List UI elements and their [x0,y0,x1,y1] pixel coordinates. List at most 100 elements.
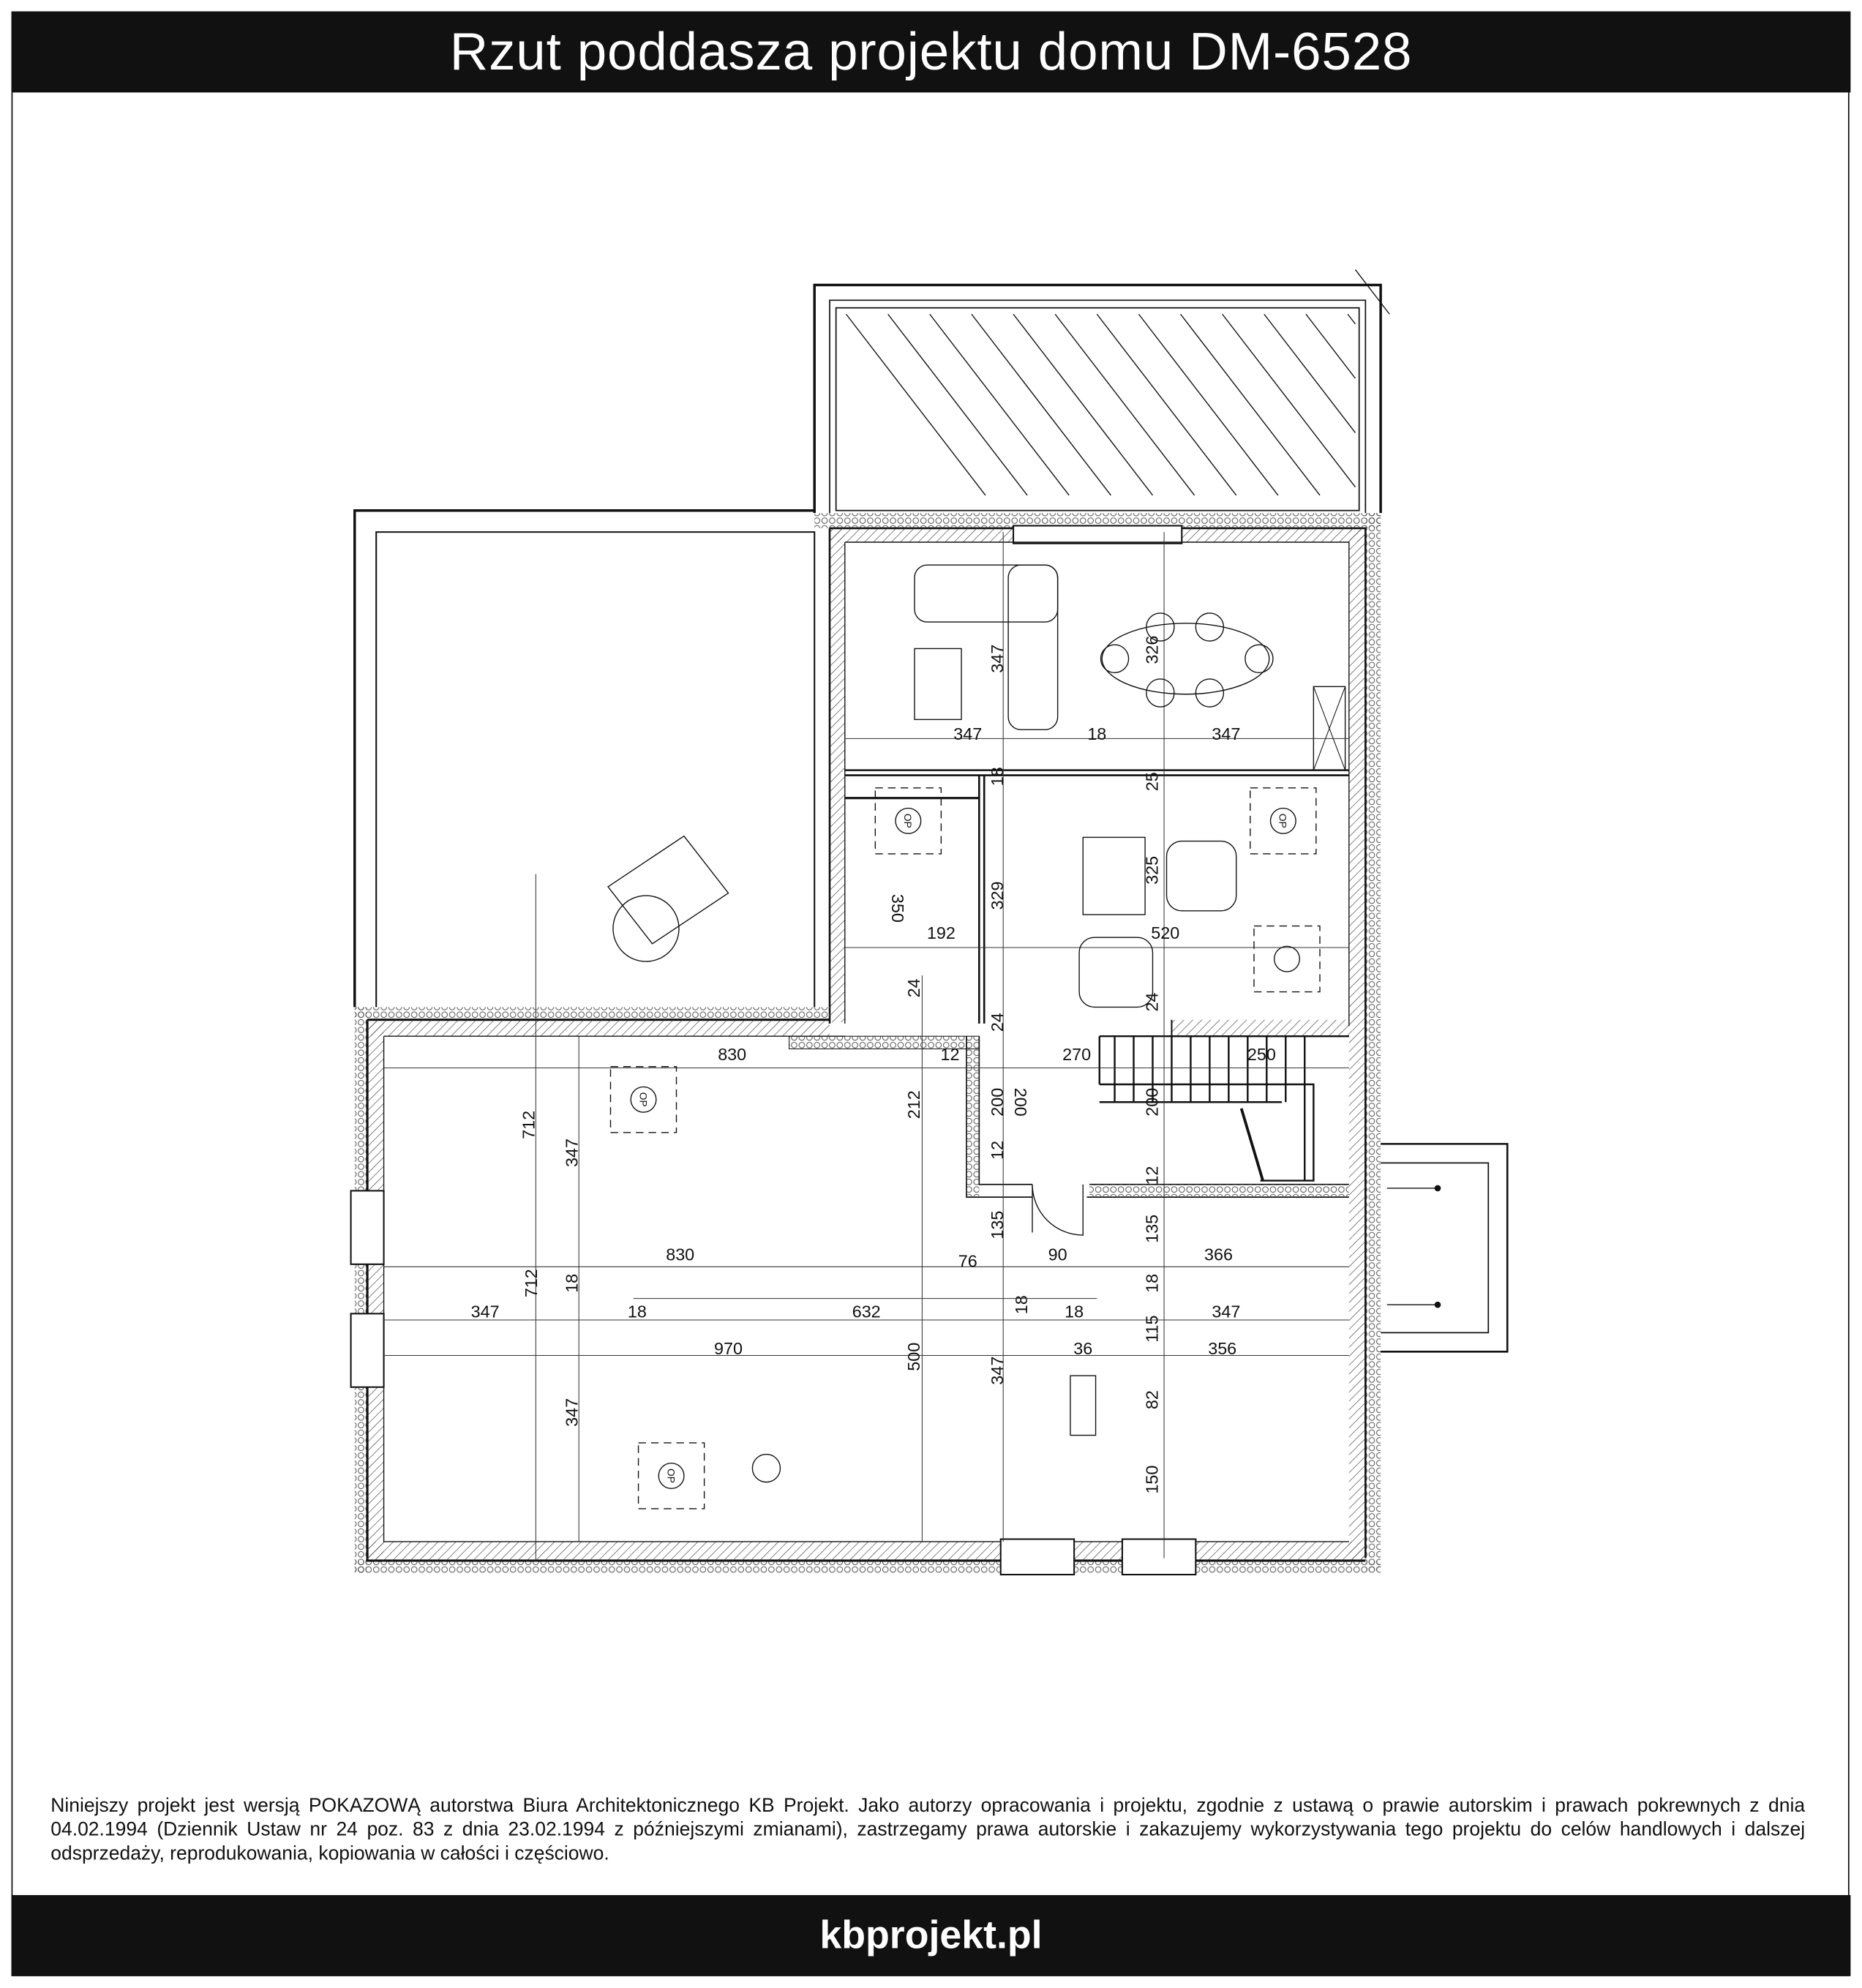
dimension-label: 500 [904,1343,923,1371]
dimension-label: 135 [1142,1215,1161,1243]
dimension-label: 12 [940,1045,959,1064]
dimension-label: 36 [1073,1339,1092,1358]
dimension-label: 347 [562,1398,581,1427]
left-terrace [353,509,816,1008]
terrace-hatch-line [887,313,1028,496]
dimension-label: 115 [1142,1316,1161,1343]
dimension-label: 350 [888,894,907,923]
dimension-label: 347 [988,645,1007,673]
top-terrace [813,269,1390,514]
dimension-label: 347 [562,1139,581,1167]
dimension-label: 347 [1212,724,1240,743]
dimension-label: 18 [1142,1274,1161,1293]
dimension-label: 632 [852,1302,881,1321]
header-bar: Rzut poddasza projektu domu DM-6528 [11,11,1851,93]
dimension-label: 192 [927,923,956,942]
dimension-label: 326 [1142,636,1161,664]
dimension-label: 18 [562,1274,581,1293]
terrace-hatch-line [1180,313,1321,496]
upper-walls [814,513,1381,1571]
sofa [914,564,1059,623]
dimension-label: 18 [988,767,1007,786]
roof-window: OP [874,787,942,855]
terrace-hatch-line [929,313,1070,496]
dimension-lines [383,532,1349,1561]
dimension-label: 135 [988,1211,1007,1239]
dimension-label: 12 [1142,1166,1161,1185]
dimension-label: 970 [714,1339,743,1358]
terrace-hatch-line [1264,313,1356,433]
dimension-label: 356 [1208,1339,1236,1358]
roof-window-label: OP [665,1469,677,1483]
dimension-label: 90 [1048,1245,1067,1264]
dimension-label: 347 [988,1357,1007,1385]
armchair [1165,840,1237,912]
dimension-label: 12 [988,1141,1007,1160]
window [999,1538,1075,1576]
dimension-label: 200 [1011,1088,1030,1117]
footer-brand[interactable]: kbprojekt.pl [819,1913,1043,1957]
terrace-hatch-line [1305,313,1356,379]
dimension-label: 830 [666,1245,694,1264]
sofa [1007,564,1059,730]
dimension-label: 18 [1012,1295,1031,1314]
terrace-hatch-line [1354,269,1390,315]
dimension-label: 270 [1062,1045,1091,1064]
window [1121,1538,1197,1576]
dimension-label: 24 [904,978,923,997]
dimension-label: 200 [988,1088,1007,1117]
terrace-hatch-line [971,313,1111,496]
umbrella [612,895,680,962]
window [350,1190,385,1265]
dimension-label: 712 [519,1111,538,1139]
dimension-label: 76 [958,1251,977,1270]
terrace-hatch-line [1138,313,1279,496]
terrace-hatch-line [1347,313,1356,325]
page-title: Rzut poddasza projektu domu DM-6528 [449,21,1413,81]
footer-bar: kbprojekt.pl [11,1895,1851,1976]
window [350,1313,385,1388]
window [1013,525,1183,544]
dimension-label: 18 [1065,1302,1084,1321]
dimension-label: 250 [1247,1045,1276,1064]
rug [914,648,962,721]
dimension-label: 24 [988,1013,1007,1032]
terrace-hatch-line [845,313,986,496]
dimension-label: 18 [1087,724,1106,743]
dimension-label: 347 [1212,1302,1240,1321]
roof-window: OP [637,1442,705,1509]
roof-window: OP [609,1066,677,1133]
bay-window [1364,1070,1509,1394]
dimension-label: 520 [1151,923,1179,942]
dimension-label: 712 [522,1269,541,1297]
terrace-hatch-line [1054,313,1195,496]
dimension-label: 325 [1142,856,1161,885]
armchair [1078,937,1154,1008]
dimension-label: 366 [1204,1245,1233,1264]
roof-window: OP [1250,787,1317,855]
terrace-hatch-line [1222,313,1356,488]
dimension-label: 82 [1142,1390,1161,1409]
dining-table [1101,623,1270,695]
dimension-label: 830 [718,1045,746,1064]
dimension-label: 25 [1142,772,1161,791]
dimension-label: 24 [1142,992,1161,1011]
dimension-label: 329 [988,882,1007,910]
table [1082,836,1146,915]
dimension-label: 200 [1142,1088,1161,1117]
door-swing [1032,1184,1084,1236]
roof-window-label: OP [902,814,914,828]
terrace-hatch-line [1013,313,1154,496]
dimension-label: 18 [628,1302,647,1321]
staircase [1098,1035,1349,1182]
sunbed [607,835,729,945]
roof-window-label: OP [1277,814,1289,828]
dimension-label: 212 [904,1090,923,1119]
dimension-label: 347 [471,1302,500,1321]
dimension-label: 347 [953,724,982,743]
terrace-hatch-line [1096,313,1237,496]
copyright-notice: Niniejszy projekt jest wersją POKAZOWĄ a… [50,1795,1806,1865]
boiler [1070,1375,1097,1436]
